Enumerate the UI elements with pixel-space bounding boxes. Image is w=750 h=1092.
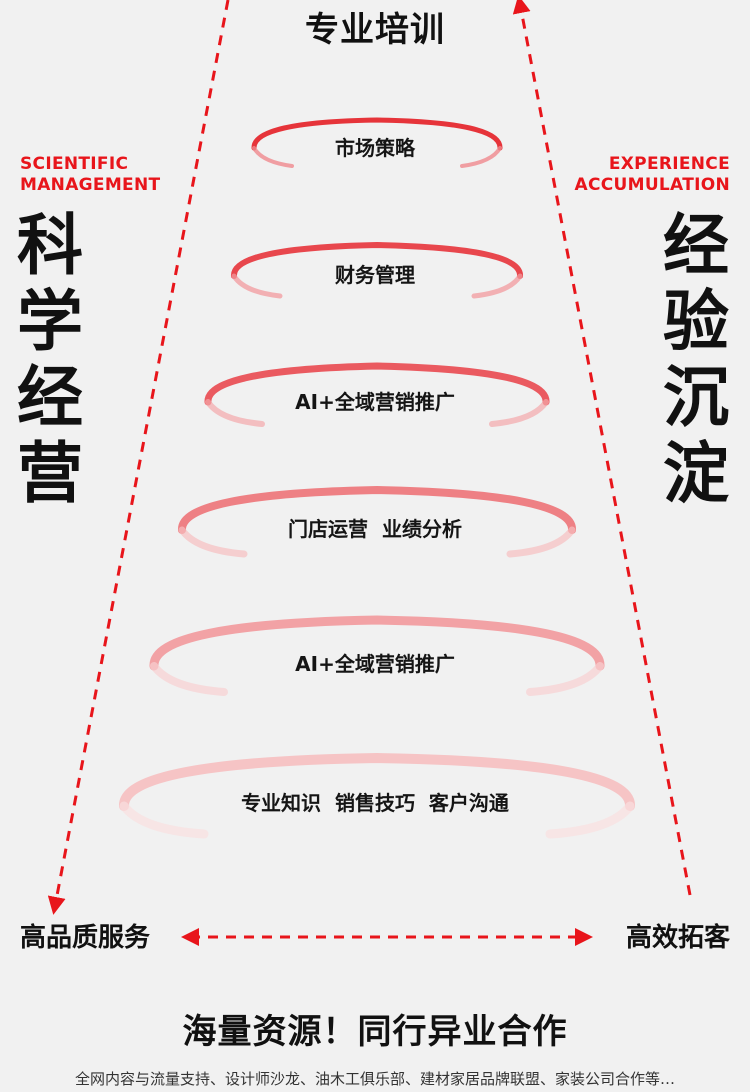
tier-ring-1 bbox=[251, 117, 503, 168]
right-vertical-title: 经 验 沉 淀 bbox=[656, 208, 736, 512]
headline: 海量资源！同行异业合作 bbox=[182, 1012, 568, 1052]
subline: 全网内容与流量支持、设计师沙龙、油木工俱乐部、建材家居品牌联盟、家装公司合作等… bbox=[74, 1070, 675, 1088]
tier-ring-2 bbox=[231, 241, 523, 299]
tier-label-4: 门店运营 业绩分析 bbox=[288, 517, 462, 541]
left-diagonal-arrow bbox=[47, 0, 230, 915]
right-title-char: 淀 bbox=[663, 435, 729, 512]
left-title-char: 学 bbox=[17, 283, 83, 360]
tier-ring-6 bbox=[119, 752, 635, 839]
left-title-char: 经 bbox=[17, 359, 83, 436]
left-vertical-title: 科 学 经 营 bbox=[10, 208, 90, 512]
tier-label-5: AI+全域营销推广 bbox=[295, 652, 455, 676]
tier-label-2: 财务管理 bbox=[335, 263, 415, 287]
bottom-left-label: 高品质服务 bbox=[20, 923, 151, 953]
right-diagonal-arrow bbox=[512, 0, 692, 896]
right-title-char: 验 bbox=[663, 283, 729, 360]
right-english-label: EXPERIENCE ACCUMULATION bbox=[574, 154, 730, 195]
left-english-label: SCIENTIFIC MANAGEMENT bbox=[20, 154, 161, 195]
left-title-char: 科 bbox=[17, 207, 83, 284]
right-title-char: 经 bbox=[663, 207, 729, 284]
tier-ring-3 bbox=[204, 362, 550, 427]
tier-label-3: AI+全域营销推广 bbox=[295, 390, 455, 414]
tier-ring-4 bbox=[178, 485, 576, 558]
top-title: 专业培训 bbox=[305, 10, 445, 50]
tier-label-6: 专业知识 销售技巧 客户沟通 bbox=[241, 791, 509, 815]
left-title-char: 营 bbox=[17, 435, 83, 512]
tier-ring-5 bbox=[149, 615, 605, 696]
right-title-char: 沉 bbox=[663, 359, 729, 436]
tier-label-1: 市场策略 bbox=[335, 136, 415, 160]
bottom-right-label: 高效拓客 bbox=[625, 923, 730, 953]
